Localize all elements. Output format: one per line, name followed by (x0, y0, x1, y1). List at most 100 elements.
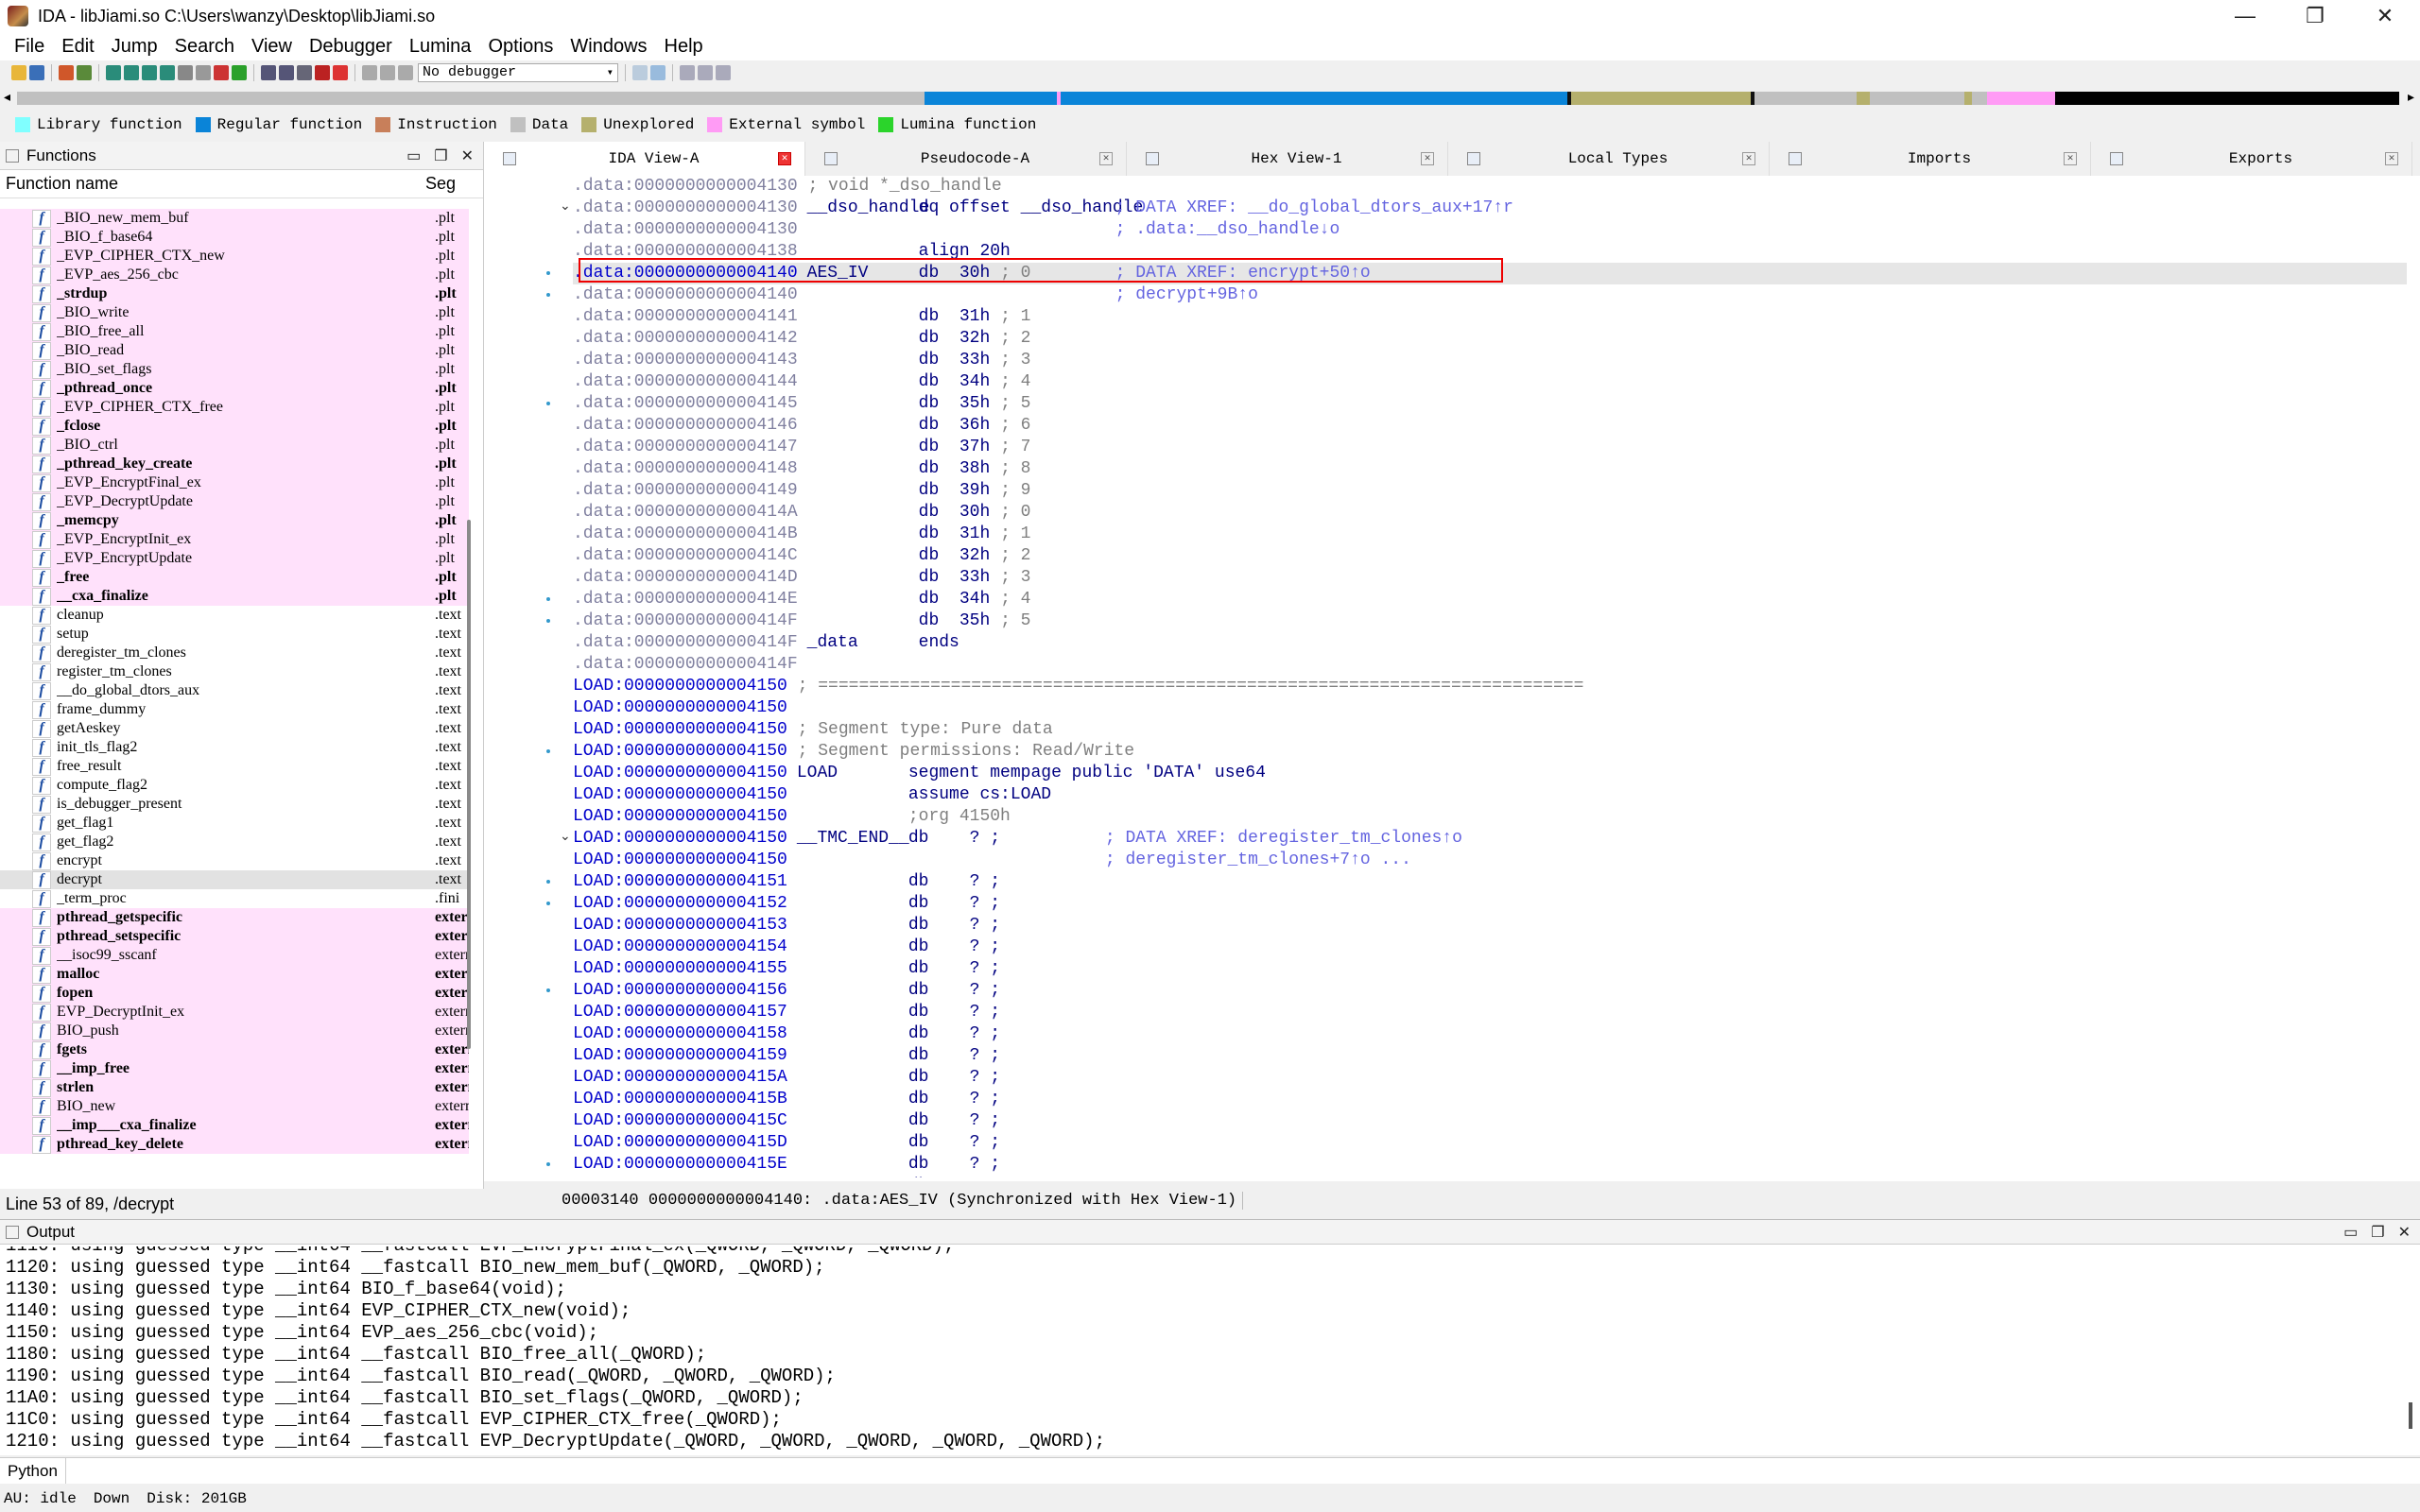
function-row[interactable]: fmallocextern (0, 965, 469, 984)
tab-exports[interactable]: Exports✕ (2091, 142, 2412, 176)
disasm-line[interactable]: LOAD:0000000000004150 (573, 697, 2407, 719)
function-row[interactable]: f_memcpy.plt (0, 511, 469, 530)
disasm-line[interactable]: LOAD:0000000000004150 ; Segment type: Pu… (573, 719, 2407, 741)
function-row[interactable]: f_BIO_read.plt (0, 341, 469, 360)
disassembly-listing[interactable]: .data:0000000000004130 ; void *_dso_hand… (573, 176, 2407, 1177)
column-function-name[interactable]: Function name (6, 174, 119, 193)
function-row[interactable]: f_term_proc.fini (0, 889, 469, 908)
panel-close-icon[interactable]: ✕ (460, 147, 474, 164)
disasm-line[interactable]: .data:0000000000004130__dso_handledq off… (573, 198, 2407, 219)
tab-close-icon[interactable]: ✕ (2064, 152, 2077, 165)
nav-right-arrow-icon[interactable]: ▸ (2407, 89, 2414, 104)
back-icon[interactable] (59, 65, 74, 80)
menu-windows[interactable]: Windows (570, 35, 648, 57)
disasm-label[interactable]: _data (806, 633, 858, 652)
nav-left-arrow-icon[interactable]: ◂ (4, 89, 11, 104)
function-row[interactable]: f_EVP_CIPHER_CTX_free.plt (0, 398, 469, 417)
functions-scrollbar[interactable] (467, 520, 471, 1049)
function-row[interactable]: f_fclose.plt (0, 417, 469, 436)
tab-imports[interactable]: Imports✕ (1770, 142, 2091, 176)
disasm-label[interactable]: __dso_handle (806, 198, 930, 217)
layout-icon[interactable] (680, 65, 695, 80)
play-icon[interactable] (362, 65, 377, 80)
function-row[interactable]: ffopenextern (0, 984, 469, 1003)
output-scrollbar[interactable] (2409, 1402, 2412, 1429)
data-icon[interactable] (106, 65, 121, 80)
save-icon[interactable] (29, 65, 44, 80)
disasm-line[interactable]: LOAD:000000000000415Fdb ? ; (573, 1176, 2407, 1177)
ida-view-disassembly[interactable]: ⌄⌄ .data:0000000000004130 ; void *_dso_h… (484, 176, 2420, 1319)
python-language-button[interactable]: Python (0, 1458, 66, 1484)
function-row[interactable]: f__imp_freeextern (0, 1059, 469, 1078)
navigation-band[interactable]: ◂ ▸ (0, 87, 2420, 110)
panel-float-icon[interactable]: ❐ (2371, 1224, 2385, 1241)
disasm-line[interactable]: LOAD:0000000000004150;org 4150h (573, 806, 2407, 828)
function-row[interactable]: f_EVP_aes_256_cbc.plt (0, 266, 469, 284)
outdent-icon[interactable] (716, 65, 731, 80)
code-icon[interactable] (124, 65, 139, 80)
name-icon[interactable] (160, 65, 175, 80)
function-row[interactable]: f_EVP_CIPHER_CTX_new.plt (0, 247, 469, 266)
tab-close-icon[interactable]: ✕ (778, 152, 791, 165)
disasm-line[interactable]: .data:000000000000414F (573, 654, 2407, 676)
menu-search[interactable]: Search (174, 35, 234, 57)
breakpoint-dot-icon[interactable] (546, 619, 550, 623)
text-view-icon[interactable] (650, 65, 666, 80)
breakpoint-dot-icon[interactable] (546, 902, 550, 905)
tab-close-icon[interactable]: ✕ (1742, 152, 1755, 165)
breakpoint-icon[interactable] (214, 65, 229, 80)
function-row[interactable]: f_EVP_EncryptInit_ex.plt (0, 530, 469, 549)
tab-close-icon[interactable]: ✕ (2385, 152, 2398, 165)
function-row[interactable]: f_EVP_EncryptUpdate.plt (0, 549, 469, 568)
maximize-button[interactable]: ❐ (2306, 4, 2325, 27)
forward-icon[interactable] (77, 65, 92, 80)
undefine-icon[interactable] (142, 65, 157, 80)
minimize-button[interactable]: — (2235, 4, 2256, 27)
list-icon[interactable] (279, 65, 294, 80)
fold-chevron-icon[interactable]: ⌄ (560, 828, 571, 843)
disasm-line[interactable]: .data:0000000000004140; decrypt+9B↑o (573, 284, 2407, 306)
menu-help[interactable]: Help (664, 35, 703, 57)
disasm-line[interactable]: .data:0000000000004130 ; void *_dso_hand… (573, 176, 2407, 198)
disasm-line[interactable]: LOAD:0000000000004150 ; ================… (573, 676, 2407, 697)
disasm-label[interactable]: LOAD (796, 764, 838, 782)
breakpoint-dot-icon[interactable] (546, 271, 550, 275)
navigation-band-track[interactable] (17, 92, 2399, 105)
breakpoint-dot-icon[interactable] (546, 402, 550, 405)
tab-close-icon[interactable]: ✕ (1099, 152, 1113, 165)
